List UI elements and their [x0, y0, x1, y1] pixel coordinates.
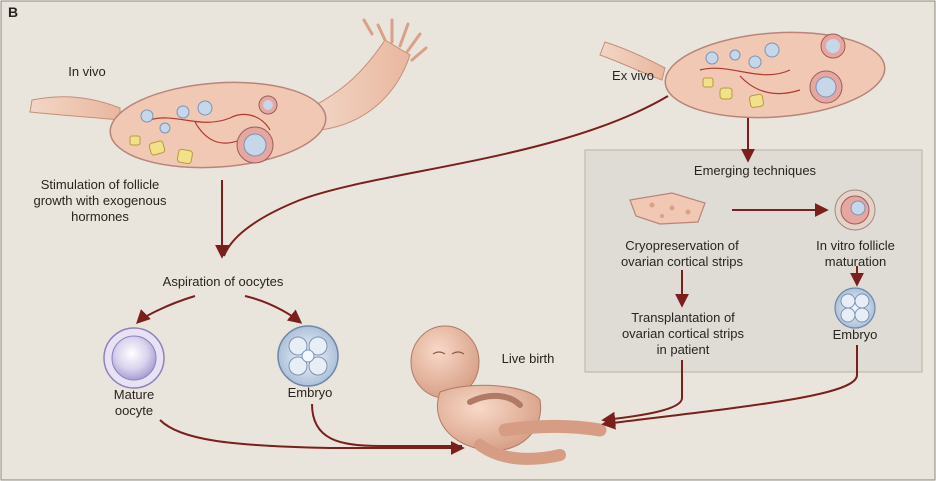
label-embryo-right: Embryo	[815, 327, 895, 343]
label-in-vitro-maturation: In vitro follicle maturation	[788, 238, 923, 270]
label-ex-vivo: Ex vivo	[598, 68, 668, 84]
panel-label: B	[8, 4, 18, 20]
label-embryo-left: Embryo	[270, 385, 350, 401]
mature-oocyte-image	[104, 328, 164, 388]
label-emerging-techniques: Emerging techniques	[640, 163, 870, 179]
label-stimulation: Stimulation of follicle growth with exog…	[0, 177, 200, 225]
in-vitro-follicle	[835, 190, 875, 230]
embryo-left-image	[278, 326, 338, 386]
embryo-right-image	[835, 288, 875, 328]
label-aspiration: Aspiration of oocytes	[128, 274, 318, 290]
label-cryopreservation: Cryopreservation of ovarian cortical str…	[592, 238, 772, 270]
label-transplantation: Transplantation of ovarian cortical stri…	[588, 310, 778, 358]
label-live-birth: Live birth	[488, 351, 568, 367]
label-mature-oocyte: Mature oocyte	[94, 387, 174, 419]
label-in-vivo: In vivo	[52, 64, 122, 80]
